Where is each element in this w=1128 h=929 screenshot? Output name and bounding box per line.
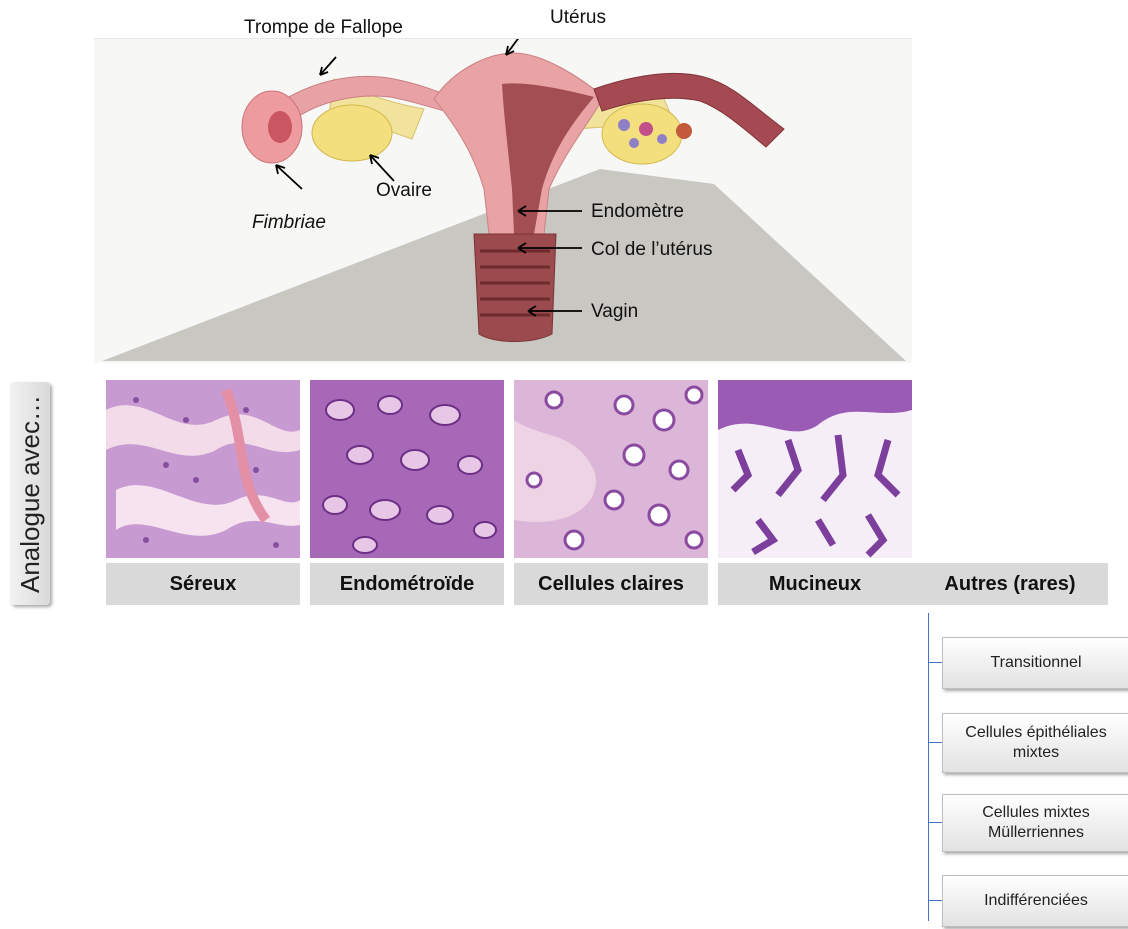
histology-mucinous-image (718, 380, 912, 558)
corpus-luteum (676, 123, 692, 139)
histology-mucinous-texture (718, 380, 912, 558)
histology-endometrioid-texture (310, 380, 504, 558)
tree-branch (928, 742, 942, 743)
uterus-illustration (94, 39, 912, 363)
subtype-mixed-epithelial: Cellules épithéliales mixtes (942, 713, 1128, 773)
histology-clear-cell-texture (514, 380, 708, 558)
tree-branch (928, 662, 942, 663)
histology-serous-texture (106, 380, 300, 558)
label-uterus: Utérus (550, 8, 606, 27)
anatomy-panel (94, 38, 912, 363)
follicle (639, 122, 653, 136)
left-fimbriae-opening (268, 111, 292, 143)
side-label-box: Analogue avec… (10, 382, 50, 605)
category-endometrioid: Endométroïde (310, 563, 504, 605)
category-mucinous: Mucineux (718, 563, 912, 605)
label-endometrium: Endomètre (591, 202, 684, 221)
histology-serous-image (106, 380, 300, 558)
subtype-transitional: Transitionnel (942, 637, 1128, 689)
label-vagina: Vagin (591, 302, 638, 321)
category-serous: Séreux (106, 563, 300, 605)
tree-branch (928, 822, 942, 823)
tree-branch (928, 900, 942, 901)
left-ovary (312, 105, 392, 161)
label-cervix: Col de l’utérus (591, 240, 712, 259)
category-clear-cell: Cellules claires (514, 563, 708, 605)
category-other-rare: Autres (rares) (912, 563, 1108, 605)
follicle (629, 138, 639, 148)
subtype-undifferentiated: Indifférenciées (942, 875, 1128, 927)
follicle (618, 119, 630, 131)
label-fimbriae: Fimbriae (252, 213, 326, 232)
tree-connector (928, 613, 929, 921)
subtype-mixed-mullerian: Cellules mixtes Müllerriennes (942, 794, 1128, 852)
histology-clear-cell-image (514, 380, 708, 558)
label-fallopian-tube: Trompe de Fallope (244, 18, 403, 37)
label-ovary: Ovaire (376, 181, 432, 200)
histology-endometrioid-image (310, 380, 504, 558)
side-label-text: Analogue avec… (17, 382, 43, 605)
follicle (657, 134, 667, 144)
